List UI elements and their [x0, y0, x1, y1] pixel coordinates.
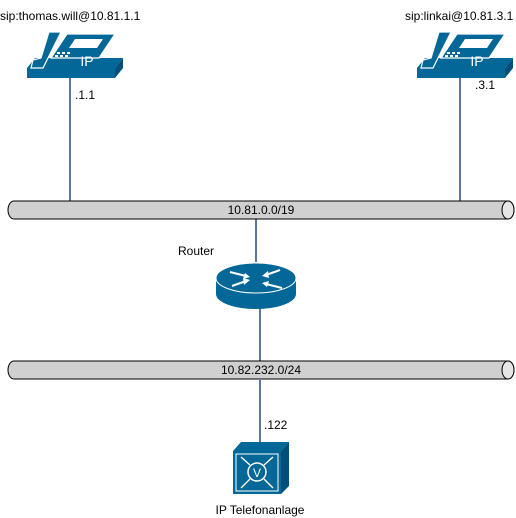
phone-right-ip-label: .3.1 — [475, 78, 495, 92]
phone-right-sip-label: sip:linkai@10.81.3.1 — [405, 9, 514, 23]
pbx-ip-label: .122 — [264, 418, 288, 432]
network-bus-upper: 10.81.0.0/19 — [7, 200, 515, 220]
router-icon — [215, 262, 297, 309]
pbx-label: IP Telefonanlage — [216, 503, 305, 517]
pbx-icon: V — [233, 442, 289, 494]
phone-badge-left: IP — [80, 53, 93, 69]
ip-phone-icon: IP — [417, 31, 513, 78]
router-label: Router — [178, 244, 214, 258]
network-label-upper: 10.81.0.0/19 — [228, 203, 295, 217]
pbx-badge: V — [253, 466, 261, 480]
phone-left-sip-label: sip:thomas.will@10.81.1.1 — [0, 9, 141, 23]
phone-left-ip-label: .1.1 — [75, 88, 95, 102]
ip-phone-icon: IP — [27, 31, 123, 78]
network-bus-lower: 10.82.232.0/24 — [7, 360, 515, 380]
network-label-lower: 10.82.232.0/24 — [221, 363, 301, 377]
phone-badge-right: IP — [470, 53, 483, 69]
